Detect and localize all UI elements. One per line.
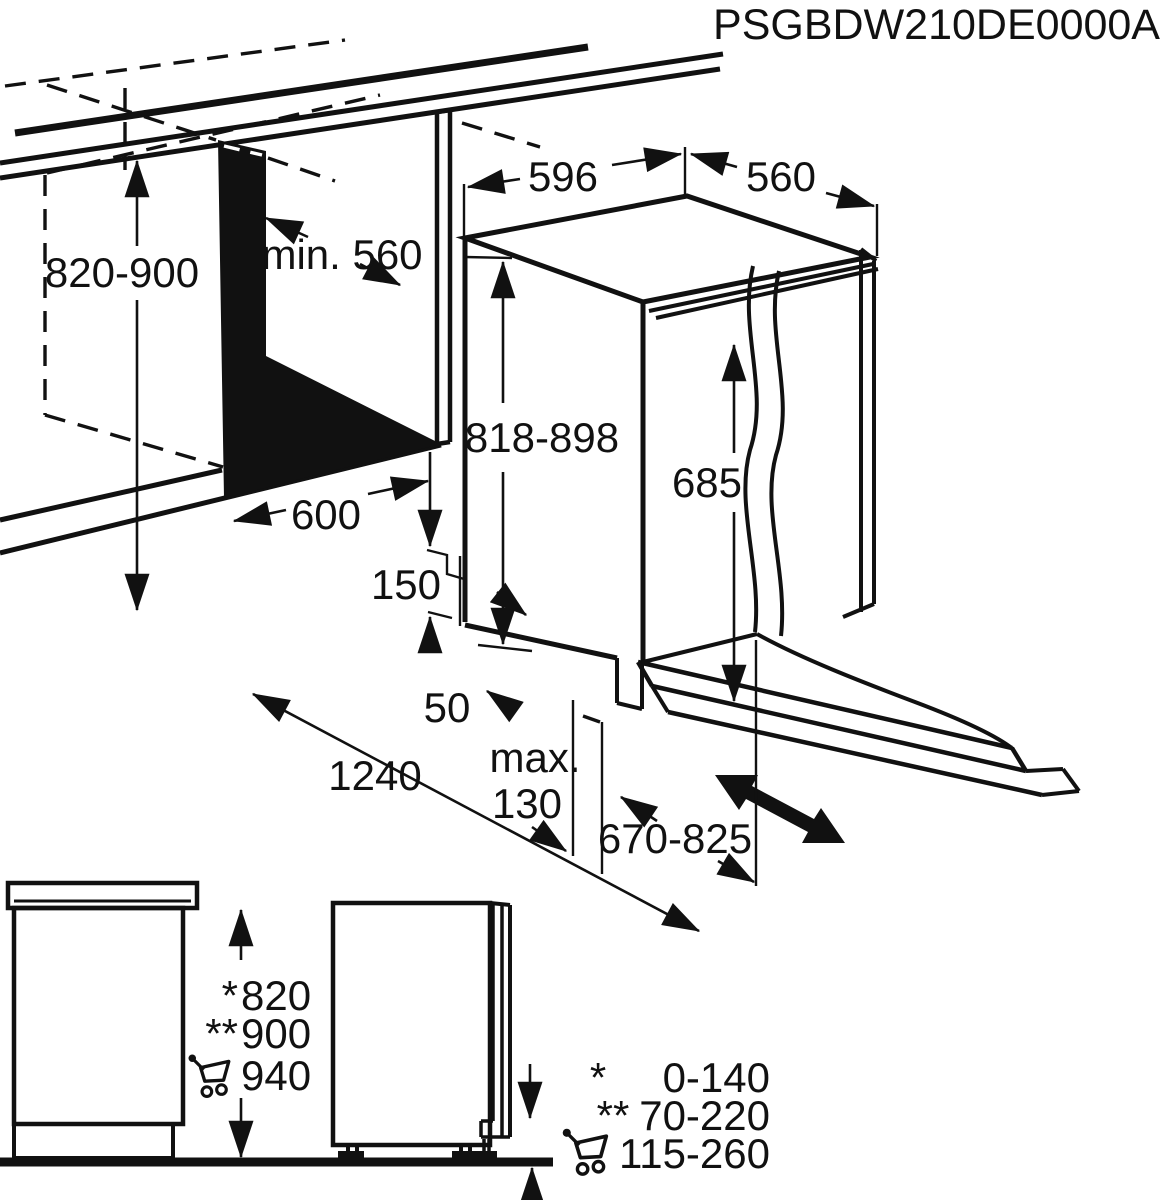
dim-plinth-height-label: 150 (371, 561, 441, 608)
slide-direction-arrow (715, 775, 845, 843)
height-variant-marker: * (222, 972, 238, 1019)
dimension-appliance-depth: 560 (689, 151, 879, 256)
dim-plinth-recess-max-label: max. (489, 734, 580, 781)
dim-plinth-recess-value-label: 130 (492, 780, 562, 827)
dim-appliance-width-label: 596 (528, 153, 598, 200)
dim-niche-depth-label: min. 560 (261, 231, 422, 278)
niche-opening (218, 107, 453, 498)
dim-appliance-depth-label: 560 (746, 153, 816, 200)
legend-marker: * (590, 1054, 606, 1101)
legend-value: 70-220 (639, 1092, 770, 1139)
height-variant-value: 820 (241, 972, 311, 1019)
legend-value: 115-260 (619, 1130, 770, 1177)
dimension-plinth-height: 150 (371, 452, 443, 654)
side-elevation (0, 900, 553, 1200)
dimension-plinth-recess: max. 130 (489, 700, 601, 856)
dimension-appliance-width: 596 (462, 147, 687, 240)
dimension-front-clearance: 1240 (251, 692, 701, 933)
dim-niche-width-label: 600 (291, 491, 361, 538)
dim-front-clearance-label: 1240 (328, 752, 421, 799)
dimension-appliance-height: 818-898 (465, 255, 619, 653)
drawing-code: PSGBDW210DE0000A (713, 1, 1160, 49)
height-variant-value: 900 (241, 1010, 311, 1057)
counter-run (0, 38, 724, 556)
dim-niche-height-label: 820-900 (45, 249, 199, 296)
dimension-niche-depth: min. 560 (261, 216, 423, 287)
panel-break-line (769, 270, 785, 637)
cart-icon (186, 1052, 231, 1099)
height-variant-marker: ** (205, 1010, 238, 1057)
dim-plinth-adjustment-label: 670-825 (598, 815, 752, 862)
dim-side-clearance-label: 50 (424, 684, 471, 731)
dimension-niche-width: 600 (232, 476, 430, 538)
dimension-plinth-adjustment: 670-825 (598, 640, 758, 886)
plinth-gap-legend: * 0-140 ** 70-220 115-260 (560, 1054, 770, 1177)
dimension-side-clearance: 50 (424, 582, 527, 731)
dim-door-panel-height-label: 685 (672, 459, 742, 506)
front-elevation: * 820 ** 900 940 (5, 880, 311, 1160)
dimension-door-panel-height: 685 (672, 343, 747, 703)
dim-appliance-height-label: 818-898 (465, 414, 619, 461)
plinth-boards (636, 659, 1081, 843)
dimension-niche-height: 820-900 (45, 159, 199, 612)
legend-value: 0-140 (663, 1054, 770, 1101)
legend-marker: ** (597, 1092, 630, 1139)
height-variant-value: 940 (241, 1052, 311, 1099)
panel-break-line (743, 265, 759, 633)
